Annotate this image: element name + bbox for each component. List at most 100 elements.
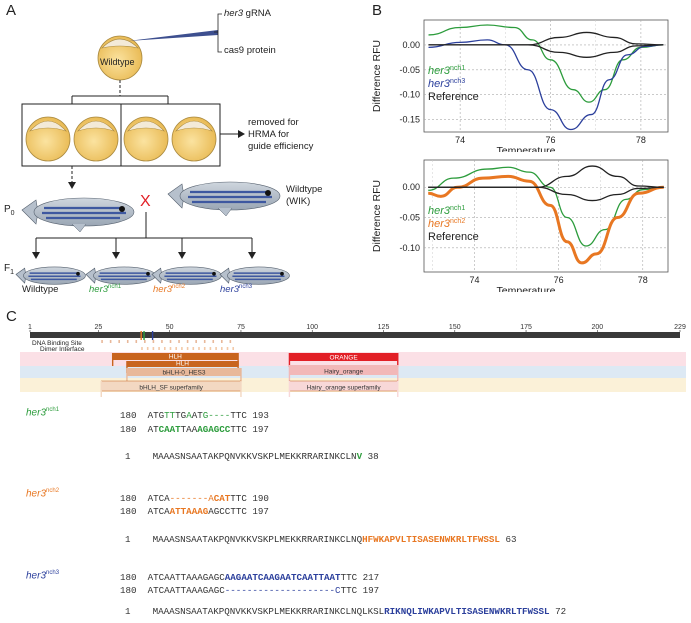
grna-suffix: gRNA: [243, 8, 271, 19]
seq-fragment: AT: [191, 410, 203, 421]
x-tick-label: 74: [455, 135, 465, 145]
scale-tick-label: 100: [306, 324, 318, 331]
dimer-mark: [209, 347, 212, 350]
p0-base: P: [4, 204, 11, 215]
allele-nch2-dna-reference: 180 ATCAATTAAAGAGCCTTC 197: [120, 506, 269, 517]
legend-entry-2: Reference: [428, 231, 479, 243]
seq-start-index: 1: [125, 451, 153, 462]
domain-label-4: ORANGE: [330, 355, 359, 362]
legend-entry-0: her3nch1: [428, 65, 465, 77]
legend-gene: her3: [428, 65, 451, 77]
offspring-label-3: her3nch3: [220, 284, 252, 295]
seq-fragment: TTC: [230, 506, 247, 517]
seq-end-index: 193: [246, 410, 269, 421]
x-tick-label: 74: [469, 275, 479, 285]
domain-label-6: Hairy_orange superfamily: [307, 385, 382, 392]
seq-mutant-bold: CAT: [213, 493, 231, 504]
panel-a-letter: A: [6, 2, 17, 19]
dimer-mark: [203, 347, 206, 350]
dimer-mark: [169, 347, 172, 350]
domain-bar-0: [112, 353, 239, 360]
seq-mutant-bold: V: [356, 451, 363, 462]
offspring-sup-1: nch1: [108, 284, 122, 290]
grna-gene: her3: [224, 8, 244, 19]
offspring-label-1: her3nch1: [89, 284, 121, 295]
injected-embryo: [97, 35, 143, 81]
site-mark: [221, 340, 223, 343]
seq-mutant-bold: AAGAATCAAGAATCAATTAAT: [224, 572, 341, 583]
seq-mutant: -------A: [169, 493, 214, 504]
y-tick-label: -0.15: [399, 115, 420, 125]
x-axis-label: Temperature: [497, 285, 556, 292]
legend-gene: her3: [428, 218, 451, 230]
scale-tick-label: 25: [95, 324, 103, 331]
legend-gene: Reference: [428, 231, 479, 243]
site-label-dna-binding: DNA Binding Site: [32, 340, 82, 347]
allele-nch2-sup: nch2: [46, 488, 60, 494]
site-mark: [212, 340, 215, 343]
seq-end-index: 197: [246, 424, 269, 435]
seq-mutant: TT: [164, 410, 176, 421]
f1-fish-nch1: [85, 266, 156, 285]
dimer-mark: [158, 347, 160, 350]
dimer-mark: [146, 347, 149, 350]
x-axis-label: Temperature: [497, 145, 556, 152]
domain-label-2: bHLH-0_HES3: [162, 370, 205, 377]
f1-base: F: [4, 263, 11, 274]
site-mark: [203, 340, 206, 343]
seq-start-index: 180: [120, 572, 148, 583]
seq-start-index: 180: [120, 410, 148, 421]
allele-nch1-label: her3nch1: [26, 407, 59, 418]
y-tick-label: -0.05: [399, 65, 420, 75]
dimer-mark: [226, 347, 229, 350]
seq-start-index: 180: [120, 585, 148, 596]
allele-nch3-protein: 1 MAAASNSAATAKPQNVKKVSKPLMEKKRRARINKCLNQ…: [125, 606, 566, 617]
site-mark: [169, 340, 172, 343]
removed-note-line-2: HRMA for: [248, 129, 290, 140]
injection-needle: [128, 30, 218, 41]
plot-frame: [423, 159, 669, 273]
site-mark: [126, 340, 129, 343]
seq-end-index: 63: [499, 534, 517, 545]
legend-sup: nch3: [450, 78, 465, 85]
p0-label: P0: [4, 204, 15, 217]
removed-note-line-1: removed for: [248, 117, 299, 128]
scale-tick-label: 75: [237, 324, 245, 331]
legend-entry-1: her3nch3: [428, 78, 465, 90]
allele-nch1-dna-reference: 180 ATCAATTAAAGAGCCTTC 197: [120, 424, 269, 435]
seq-end-index: 197: [246, 506, 269, 517]
p0-fish: [21, 197, 135, 233]
allele-nch1-protein: 1 MAAASNSAATAKPQNVKKVSKPLMEKKRRARINKCLNV…: [125, 451, 379, 462]
site-mark: [229, 340, 232, 343]
seq-fragment: ATG: [147, 410, 165, 421]
allele-nch2-protein: 1 MAAASNSAATAKPQNVKKVSKPLMEKKRRARINKCLNQ…: [125, 534, 516, 545]
domain-label-5: Hairy_orange: [324, 369, 363, 376]
panel-c-letter: C: [6, 308, 17, 325]
y-axis-label: Difference RFU: [371, 40, 383, 112]
x-tick-label: 76: [554, 275, 564, 285]
seq-end-index: 217: [357, 572, 380, 583]
seq-end-index: 72: [549, 606, 567, 617]
f1-fish-nch3: [219, 266, 290, 285]
legend-sup: nch1: [450, 205, 465, 212]
p0-sub: 0: [10, 210, 15, 217]
offspring-sup-3: nch3: [239, 284, 253, 290]
wildtype-parent-label: Wildtype (WIK): [286, 184, 322, 208]
offspring-sup-2: nch2: [172, 284, 186, 290]
y-tick-label: 0.00: [402, 40, 420, 50]
seq-fragment: TG: [175, 410, 187, 421]
x-tick-label: 76: [546, 135, 556, 145]
scale-tick-label: 229: [674, 324, 686, 331]
site-mark: [152, 340, 155, 343]
domain-label-0: HLH: [169, 354, 182, 361]
offspring-gene-3: her3: [220, 284, 240, 296]
scale-tick-label: 50: [166, 324, 174, 331]
site-mark: [101, 340, 103, 343]
seq-end-index: 38: [362, 451, 379, 462]
seq-start-index: 180: [120, 424, 148, 435]
domain-label-1: HLH: [176, 361, 189, 368]
legend-entry-2: Reference: [428, 91, 479, 103]
seq-fragment: ATCA: [147, 493, 170, 504]
seq-start-index: 180: [120, 506, 148, 517]
